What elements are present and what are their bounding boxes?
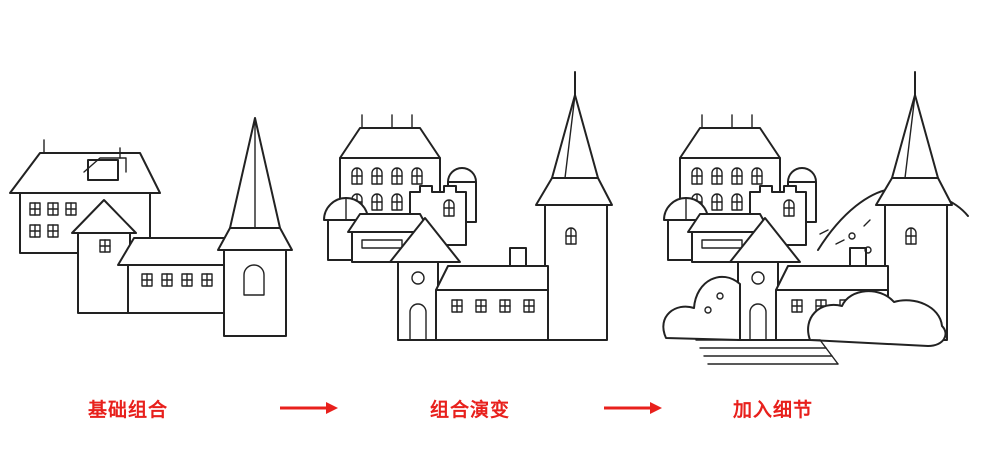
caption-basic-combination: 基础组合 [88, 399, 169, 421]
basic-combination-sketch [9, 117, 293, 337]
evolved-combination-sketch [324, 72, 612, 340]
arrow-2-icon [604, 402, 662, 414]
detailed-sketch [662, 72, 969, 365]
arrow-1-icon [280, 402, 338, 414]
caption-add-details: 加入细节 [733, 399, 814, 421]
caption-evolution: 组合演变 [430, 399, 511, 421]
